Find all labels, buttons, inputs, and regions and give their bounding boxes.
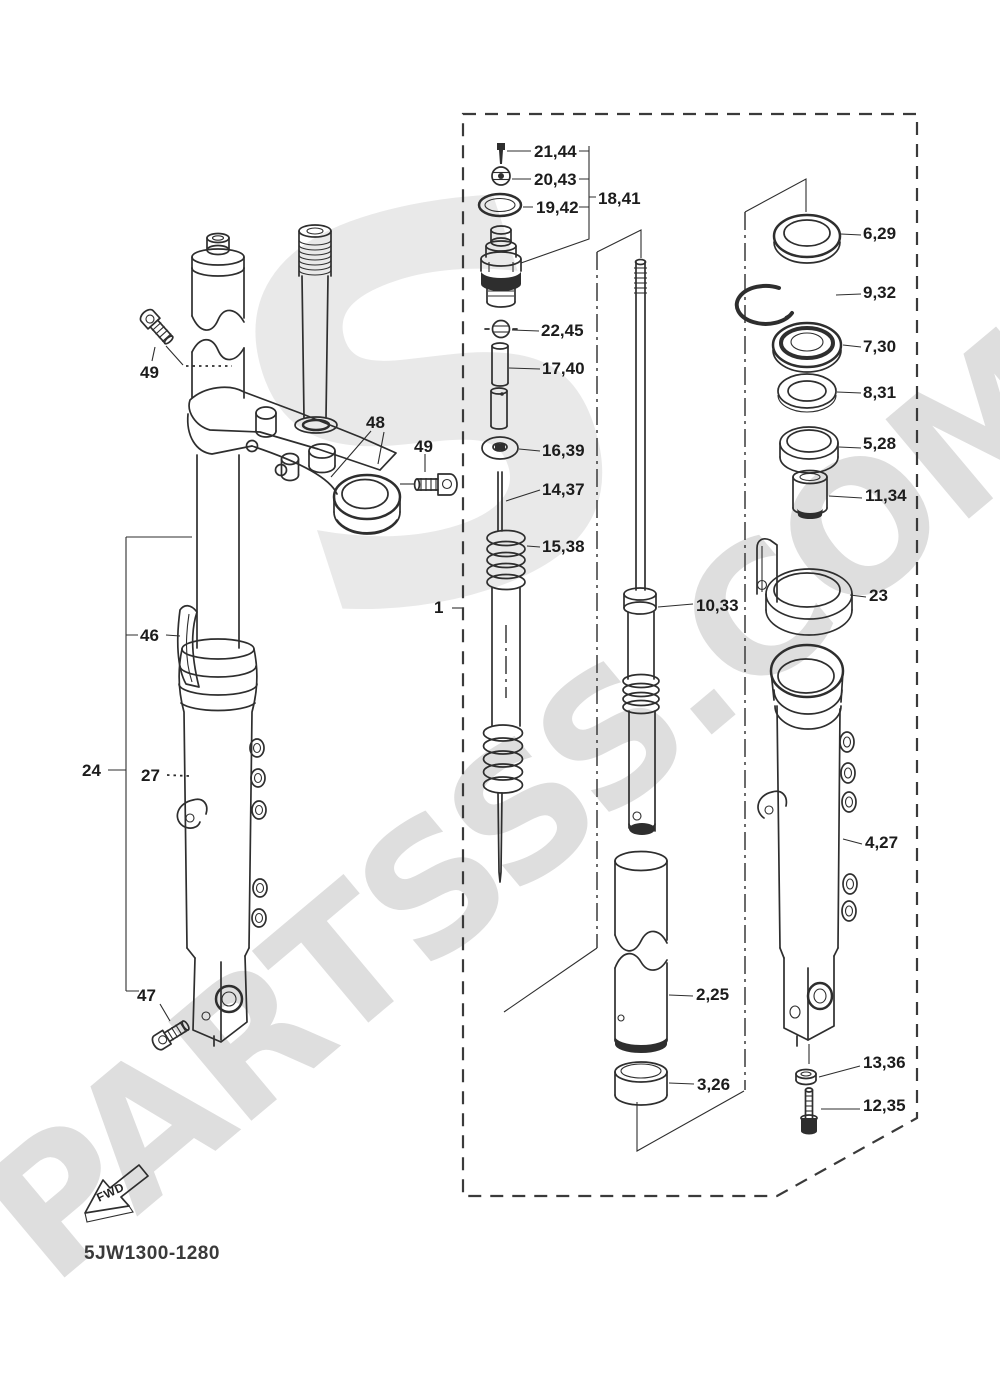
protector-guide-23	[756, 538, 853, 636]
callout-9-32: 9,32	[863, 283, 896, 302]
damper-rod-and-spring	[482, 471, 526, 883]
right-wire-clip	[757, 790, 788, 819]
callout-23: 23	[869, 586, 888, 605]
group1-elbow	[596, 229, 642, 258]
inner-tube-pieces	[614, 850, 668, 1106]
lower-triple-clamp	[186, 386, 402, 535]
left-fork-leg	[139, 224, 458, 1051]
callout-49-right: 49	[414, 437, 433, 456]
pinch-bolt-49-right	[400, 473, 458, 496]
left-caliper-lugs	[249, 738, 268, 928]
washer-8-31	[777, 373, 837, 413]
callout-19-42: 19,42	[536, 198, 579, 217]
callout-4-27: 4,27	[865, 833, 898, 852]
inner-tube-upper	[191, 267, 245, 649]
callout-1: 1	[434, 598, 443, 617]
callout-47: 47	[137, 986, 156, 1005]
callout-10-33: 10,33	[696, 596, 739, 615]
group1-diagonal	[503, 947, 598, 1013]
callout-8-31: 8,31	[863, 383, 896, 402]
seal-stack	[734, 213, 853, 636]
left-axle-bracket	[186, 947, 250, 1047]
callout-labels: 21,44 20,43 19,42 18,41 22,45 17,40 16,3…	[82, 142, 907, 1115]
dust-seal-6-29	[772, 213, 842, 264]
fork-protector	[176, 604, 200, 688]
outer-dashed-border	[461, 112, 919, 1198]
callout-7-30: 7,30	[863, 337, 896, 356]
drawing-code: 5JW1300-1280	[84, 1243, 220, 1264]
callout-49-left: 49	[140, 363, 159, 382]
left-outer-tube	[176, 638, 268, 1047]
callout-3-26: 3,26	[697, 1075, 730, 1094]
oil-seal-7-30	[771, 321, 843, 373]
group2-elbow	[744, 178, 807, 213]
callout-14-37: 14,37	[542, 480, 585, 499]
clip-9-32	[734, 283, 794, 326]
watermark: S PARTSSS.COM	[0, 65, 1000, 1320]
right-axle-bracket	[779, 947, 839, 1047]
callout-18-41: 18,41	[598, 189, 641, 208]
oil-lock-piece-11-34	[792, 469, 828, 519]
pinch-bolt-47	[151, 1020, 190, 1051]
steering-stem	[298, 224, 332, 419]
callout-13-36: 13,36	[863, 1053, 906, 1072]
callout-11-34: 11,34	[865, 486, 907, 505]
callout-48: 48	[366, 413, 385, 432]
assembly-boundaries	[461, 112, 919, 1198]
callout-24: 24	[82, 761, 101, 780]
left-wire-clip	[176, 798, 208, 829]
callout-15-38: 15,38	[542, 537, 585, 556]
fork-cap	[191, 232, 245, 277]
callout-17-40: 17,40	[542, 359, 585, 378]
damper-rod-assembly	[622, 258, 660, 835]
bolt-12-35	[800, 1087, 818, 1135]
group2-bottom-pointer	[636, 1090, 745, 1152]
callout-27: 27	[141, 766, 160, 785]
pinch-bolt-49-left	[139, 308, 174, 345]
callout-12-35: 12,35	[863, 1096, 906, 1115]
bushing-5-28	[779, 426, 839, 474]
rebound-parts	[481, 319, 519, 460]
cap-bolt-assembly	[477, 143, 523, 308]
callout-46: 46	[140, 626, 159, 645]
washer-13-36	[795, 1068, 817, 1086]
callout-21-44: 21,44	[534, 142, 577, 161]
callout-20-43: 20,43	[534, 170, 577, 189]
callout-6-29: 6,29	[863, 224, 896, 243]
right-caliper-lugs	[839, 731, 858, 922]
callout-22-45: 22,45	[541, 321, 584, 340]
callout-16-39: 16,39	[542, 441, 585, 460]
leader-lines	[108, 146, 867, 1110]
callout-2-25: 2,25	[696, 985, 729, 1004]
right-outer-tube-4-27	[757, 643, 858, 1135]
callout-5-28: 5,28	[863, 434, 896, 453]
